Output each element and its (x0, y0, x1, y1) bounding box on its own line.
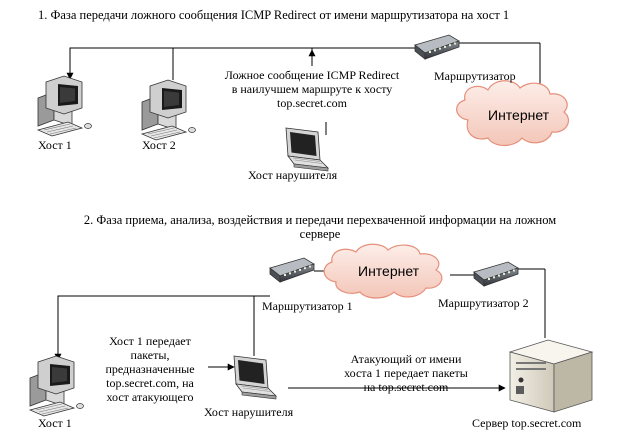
phase2-host1-text-line1: Хост 1 передает (109, 334, 191, 348)
phase2-server-label: Сервер top.secret.com (472, 416, 582, 430)
phase2-internet-label: Интернет (358, 263, 420, 279)
phase2-host1-text-line3: предназначенные (105, 362, 195, 376)
phase2-attack-description: Атакующий от имени хоста 1 передает паке… (318, 352, 494, 394)
phase2-attacker-laptop-icon (233, 355, 277, 400)
phase1-host2-label: Хост 2 (142, 138, 176, 152)
phase1-redirect-line2: в наилучшем маршруте к хосту (231, 82, 393, 96)
phase1-internet-label: Интернет (488, 107, 550, 123)
phase2-title-line1: 2. Фаза приема, анализа, воздействия и п… (83, 213, 557, 227)
phase2-internet-cloud-icon (323, 243, 443, 299)
phase1-attacker-label: Хост нарушителя (248, 168, 338, 182)
phase2-host1-label: Хост 1 (38, 416, 72, 430)
phase1-host1-computer-icon (37, 75, 92, 137)
phase2-router2-label: Маршрутизатор 2 (438, 296, 529, 310)
phase2-attack-text-line1: Атакующий от имени (350, 352, 462, 366)
phase2-router2-icon (473, 261, 519, 287)
phase1-internet-cloud-icon (456, 80, 569, 147)
phase2-title-line2: сервере (299, 227, 341, 241)
phase2-attack-text-line3: на top.secret.com (363, 380, 449, 394)
phase2-attacker-label: Хост нарушителя (204, 405, 294, 419)
phase2-server-icon (508, 339, 594, 413)
phase2-host1-description: Хост 1 передает пакеты, предназначенные … (88, 334, 212, 404)
phase1-redirect-line3: top.secret.com (277, 96, 347, 110)
phase1-redirect-message: Ложное сообщение ICMP Redirect в наилучш… (220, 68, 404, 110)
phase1-attacker-laptop-icon (285, 127, 329, 172)
phase2-host1-computer-icon (29, 355, 84, 417)
phase2-attack-text-line2: хоста 1 передает пакеты (344, 366, 468, 380)
phase1-router-icon (414, 34, 460, 60)
phase2-host1-text-line5: хост атакующего (106, 390, 194, 404)
phase1-title: 1. Фаза передачи ложного сообщения ICMP … (38, 8, 510, 22)
phase1-host1-label: Хост 1 (38, 138, 72, 152)
phase1-host2-computer-icon (141, 79, 196, 141)
phase1-router-label: Маршрутизатор (434, 69, 516, 83)
phase2-host1-text-line2: пакеты, (130, 348, 170, 362)
phase2-router1-icon (269, 257, 315, 283)
phase1-redirect-line1: Ложное сообщение ICMP Redirect (224, 68, 400, 82)
phase2-host1-text-line4: top.secret.com, на (106, 376, 194, 390)
phase2-router1-label: Маршрутизатор 1 (262, 299, 353, 313)
phase2-title: 2. Фаза приема, анализа, воздействия и п… (30, 213, 610, 241)
